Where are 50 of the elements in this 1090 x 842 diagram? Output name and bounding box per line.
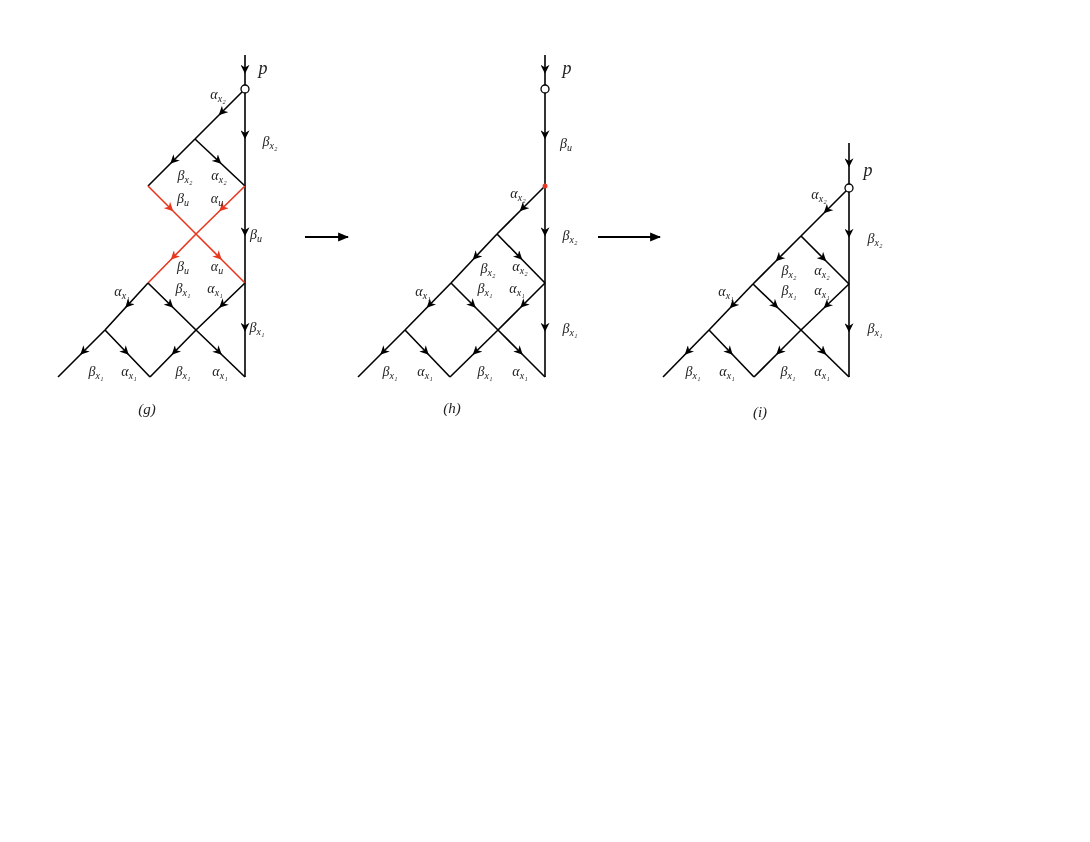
strand-label: α$_{x₁}$ (509, 281, 525, 299)
strand-label: α$_{x₁}$ (212, 364, 228, 382)
strand-label: α$_{u}$ (210, 191, 224, 209)
strand-label: β$_{x₁}$ (382, 364, 398, 382)
strand-label: α$_{x₁}$ (121, 364, 137, 382)
strand-label: α$_{x₁}$ (512, 364, 528, 382)
strand-label: α$_{x₂}$ (811, 187, 827, 205)
strand-label: β$_{x₁}$ (562, 321, 578, 339)
panel-caption: (g) (138, 401, 156, 417)
strand-label: α$_{x₁}$ (207, 281, 223, 299)
strand-label: β$_{x₁}$ (175, 364, 191, 382)
strand-label: α$_{x₂}$ (512, 259, 528, 277)
strand-label: β$_{x₁}$ (867, 321, 883, 339)
strand-label: α$_{u}$ (210, 259, 224, 277)
strand-label: α$_{x₁}$ (814, 364, 830, 382)
strand-label: β$_{x₁}$ (477, 281, 493, 299)
strand-label: β$_{x₂}$ (562, 228, 578, 246)
strand-label: β$_{x₁}$ (88, 364, 104, 382)
strand-label: β$_{x₁}$ (249, 320, 265, 338)
strand-label: α$_{x₁}$ (417, 364, 433, 382)
strand-label: β$_{x₂}$ (480, 261, 496, 279)
strand-label: α$_{x₁}$ (415, 284, 431, 302)
strand-label: α$_{x₂}$ (211, 168, 227, 186)
strand-label: β$_{x₂}$ (781, 263, 797, 281)
strand-label: α$_{x₂}$ (210, 87, 226, 105)
strand-label: α$_{x₁}$ (814, 283, 830, 301)
strand-label: α$_{x₁}$ (719, 364, 735, 382)
strand-label: β$_{x₂}$ (867, 231, 883, 249)
panel-caption: (i) (752, 404, 768, 420)
strand-label: β$_{x₁}$ (780, 364, 796, 382)
strand-label: β$_{x₂}$ (262, 134, 278, 152)
strand-label: α$_{x₂}$ (814, 263, 830, 281)
arrow (598, 232, 662, 242)
strand-label: α$_{x₁}$ (114, 284, 130, 302)
strand-label: β$_{u}$ (250, 227, 262, 245)
panel-caption: (h) (443, 400, 461, 416)
strand-label: β$_{x₁}$ (781, 283, 797, 301)
strand-label: β$_{u}$ (560, 136, 572, 154)
strand-label: β$_{x₁}$ (685, 364, 701, 382)
strand-label: β$_{x₁}$ (477, 364, 493, 382)
strand-label: α$_{x₁}$ (718, 284, 734, 302)
input-label: p (258, 59, 268, 77)
strand-label: β$_{u}$ (177, 259, 189, 277)
strand-label: β$_{x₁}$ (175, 281, 191, 299)
input-label: p (863, 161, 873, 179)
strand-label: β$_{x₂}$ (177, 168, 193, 186)
input-label: p (562, 59, 572, 77)
arrow (305, 232, 350, 242)
strand-label: α$_{x₂}$ (510, 186, 526, 204)
strand-label: β$_{u}$ (177, 191, 189, 209)
